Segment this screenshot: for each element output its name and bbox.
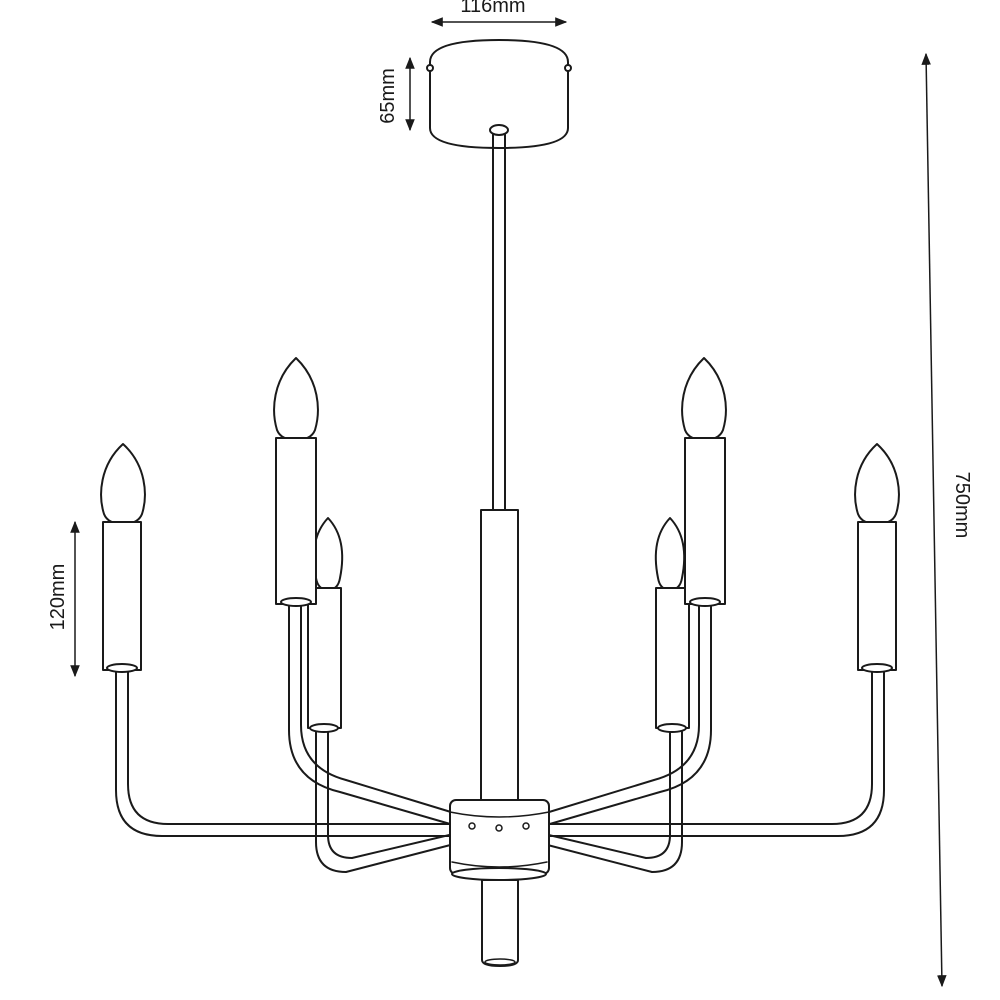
dimension-canopy-width: 116mm [430,0,568,27]
ceiling-canopy [426,39,572,149]
dimension-total-height: 750mm [921,52,973,988]
dimension-canopy-height: 65mm [377,56,415,132]
arm-outer-right [537,671,885,837]
candle-outer-left [100,443,146,673]
candle-mid-left [273,357,319,607]
candle-mid-right [681,357,727,607]
dimension-label-canopy-width: 116mm [460,0,525,17]
dimension-candle-height: 120mm [47,520,80,678]
arm-mid-right [535,603,712,829]
dimension-label-canopy-height: 65mm [377,68,399,124]
down-rod [480,124,519,801]
candle-inner-left [307,517,344,733]
candle-outer-right [854,443,900,673]
arm-mid-left [288,603,465,829]
dimension-label-total-height: 750mm [951,472,973,539]
dimension-label-candle-height: 120mm [47,564,69,631]
arm-outer-left [115,671,463,837]
central-hub [449,799,550,967]
